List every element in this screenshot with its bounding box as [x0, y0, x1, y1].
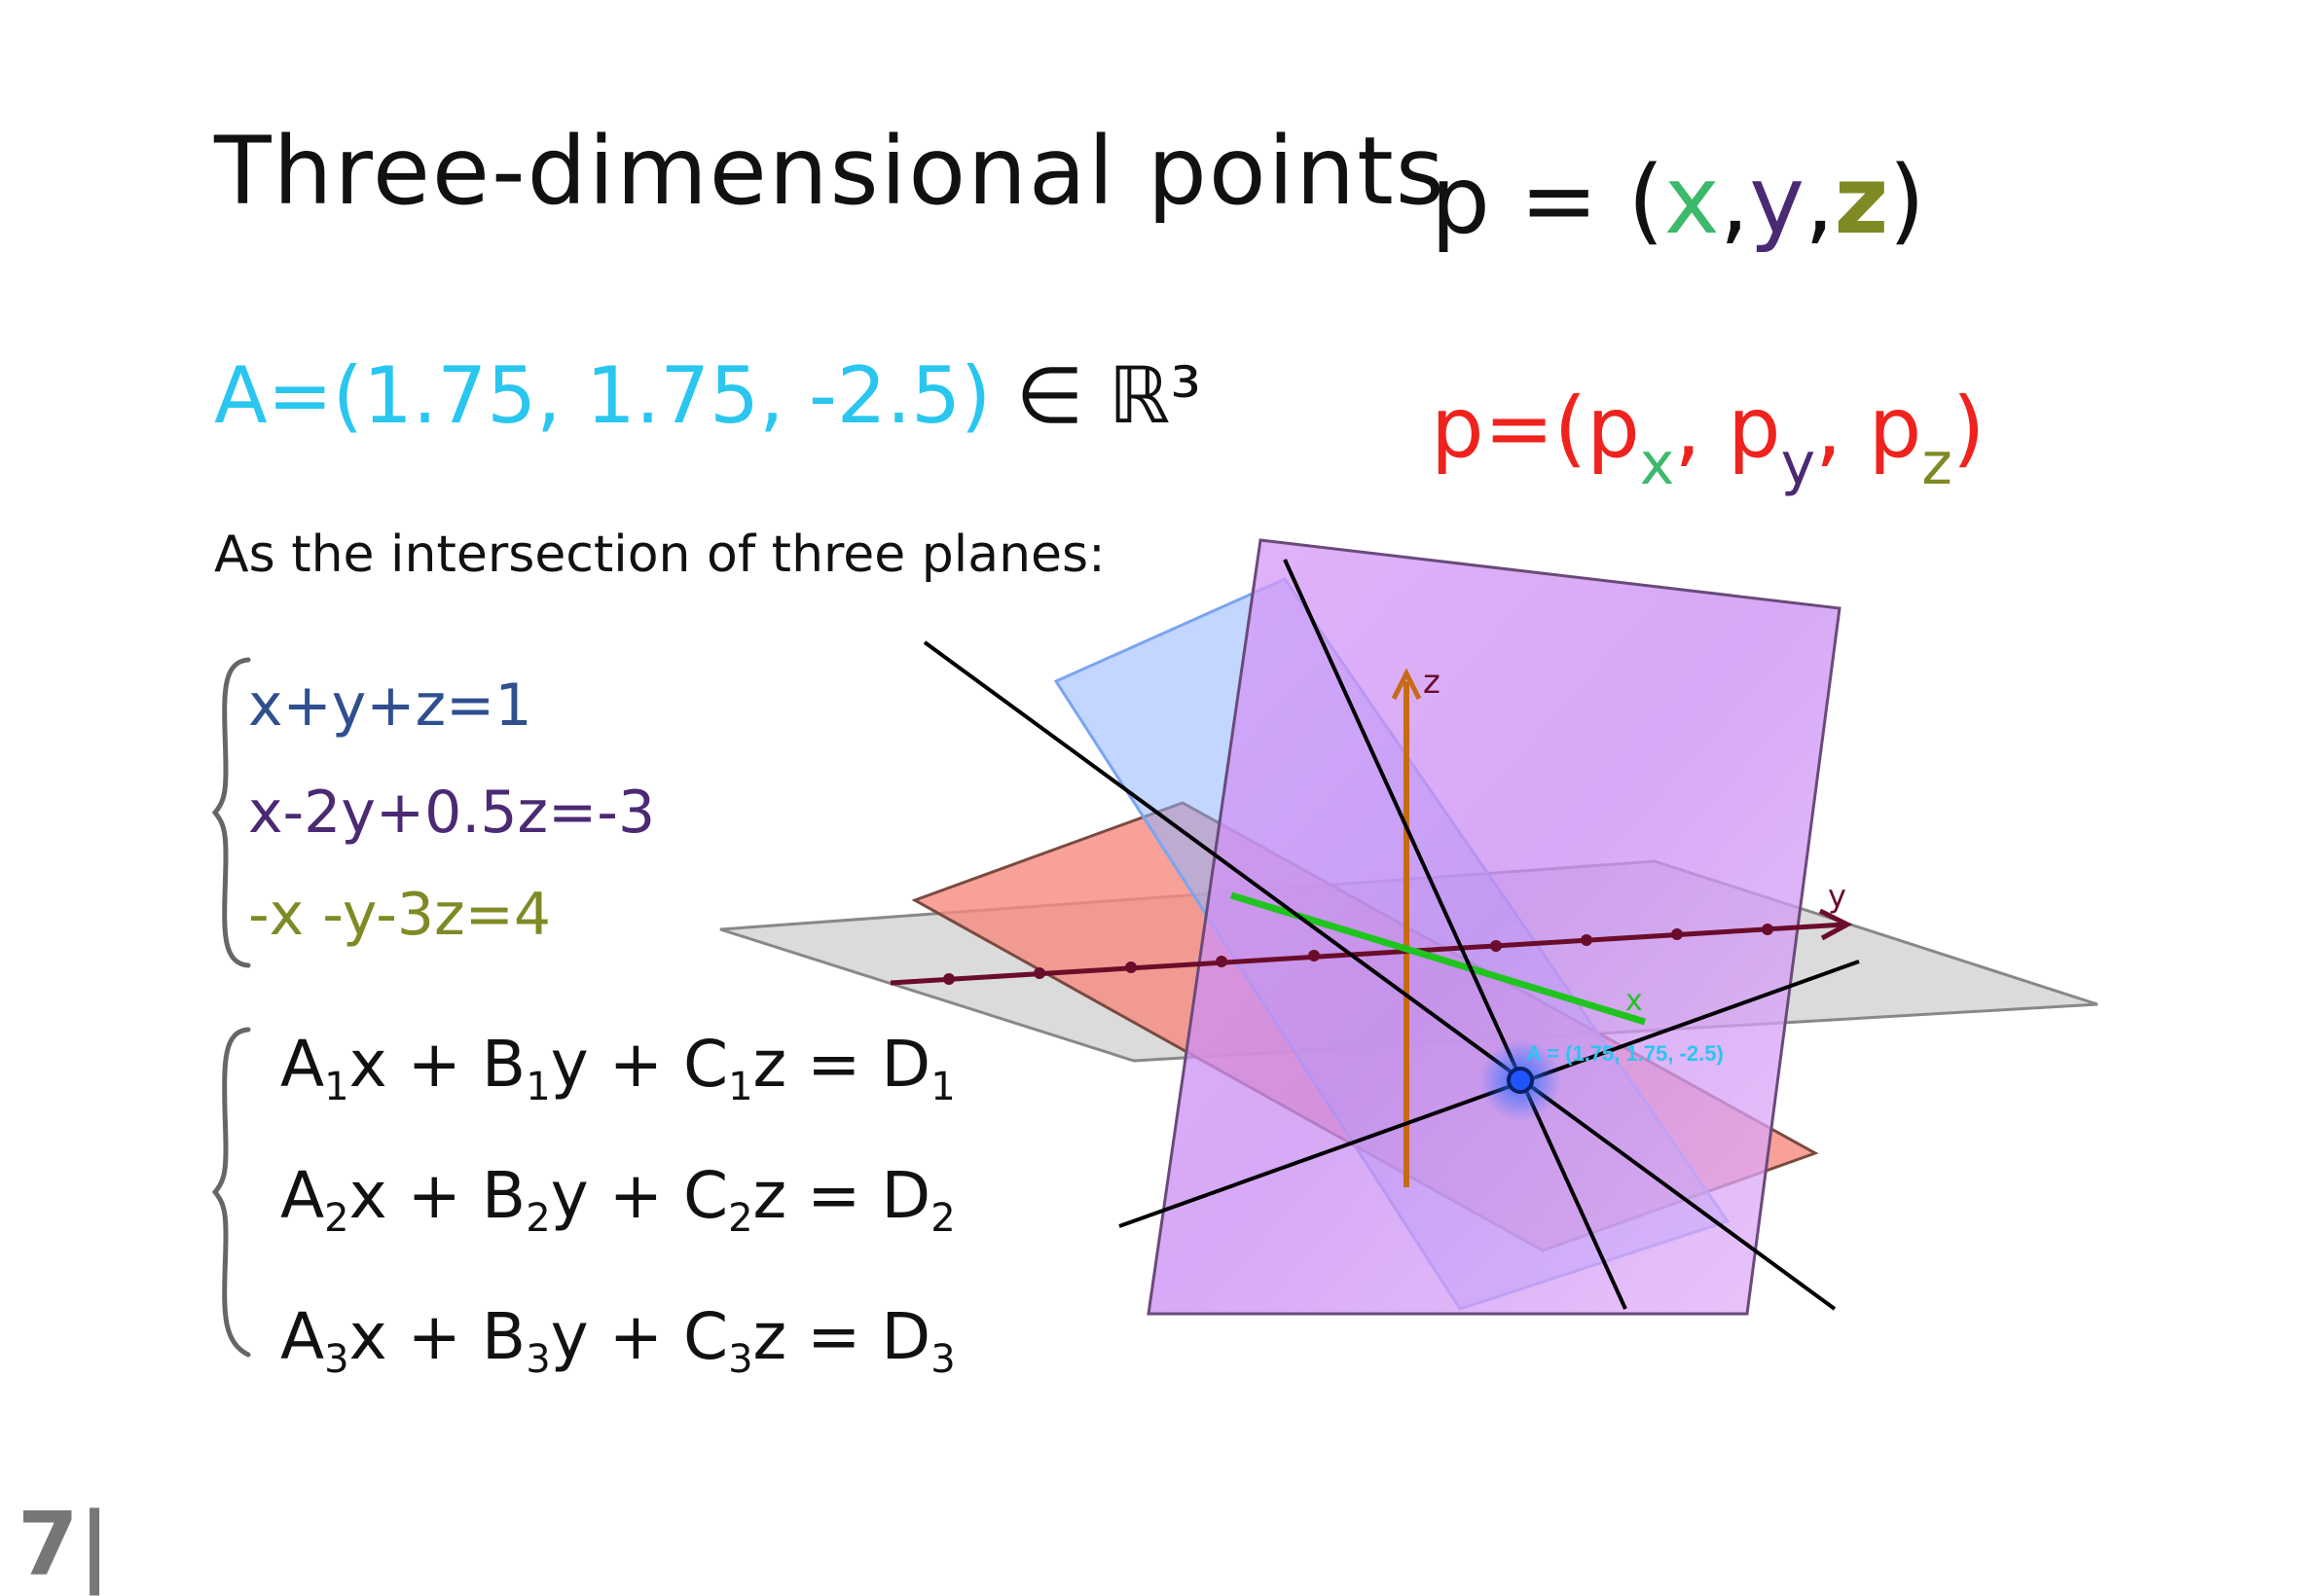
index: 2	[526, 1196, 551, 1241]
point-a-label: A = (1.75, 1.75, -2.5)	[1526, 1041, 1724, 1066]
coef-a: A	[280, 1027, 325, 1102]
general-equation-3: A3x + B3y + C3z = D3	[280, 1299, 956, 1382]
subscript-z: z	[1921, 430, 1952, 498]
index: 2	[324, 1196, 349, 1241]
point-a-marker[interactable]	[1507, 1067, 1534, 1094]
subscript-x: x	[1639, 430, 1675, 498]
y-axis-line	[890, 922, 1845, 986]
slide-title: Three-dimensional points	[214, 117, 1446, 226]
coef-b: x + B	[348, 1158, 527, 1233]
z-coordinate: z	[1834, 146, 1889, 255]
coef-c: y + C	[550, 1027, 729, 1102]
comma-2: ,	[1805, 146, 1835, 255]
y-coordinate: y	[1749, 146, 1805, 255]
intersection-intro: As the intersection of three planes:	[214, 526, 1106, 584]
components-close: )	[1951, 380, 1986, 477]
coef-c: y + C	[550, 1158, 729, 1233]
index: 1	[728, 1065, 753, 1109]
index: 2	[728, 1196, 753, 1241]
coef-b: x + B	[348, 1027, 527, 1102]
real-space-membership: ∈ ℝ³	[991, 350, 1202, 441]
point-definition: p = (x,y,z)	[1431, 146, 1925, 255]
coef-a: A	[280, 1158, 325, 1233]
system-brace-1	[211, 657, 251, 968]
general-equation-1: A1x + B1y + C1z = D1	[280, 1027, 956, 1109]
comma-1: ,	[1719, 146, 1750, 255]
y-axis-arrow	[1818, 908, 1853, 941]
x-axis-label: x	[1625, 984, 1643, 1018]
general-equation-2: A2x + B2y + C2z = D2	[280, 1158, 956, 1241]
point-a-definition: A=(1.75, 1.75, -2.5) ∈ ℝ³	[214, 350, 1201, 441]
coef-d: z = D	[752, 1299, 931, 1374]
page-number: 7|	[18, 1494, 111, 1596]
index: 1	[324, 1065, 349, 1109]
index: 3	[930, 1337, 956, 1382]
p-symbol: p	[1431, 146, 1490, 255]
system-brace-2	[211, 1027, 251, 1358]
y-axis-label: y	[1828, 878, 1846, 915]
index: 1	[526, 1065, 551, 1109]
system-equation-1: x+y+z=1	[248, 671, 532, 740]
index: 3	[526, 1337, 551, 1382]
point-a-coordinates: A=(1.75, 1.75, -2.5)	[214, 350, 992, 441]
violet-plane	[1147, 538, 1841, 1316]
coef-c: y + C	[550, 1299, 729, 1374]
coef-b: x + B	[348, 1299, 527, 1374]
x-coordinate: x	[1663, 146, 1720, 255]
index: 2	[930, 1196, 956, 1241]
z-axis-label: z	[1423, 663, 1440, 702]
index: 3	[728, 1337, 753, 1382]
subscript-y: y	[1780, 430, 1816, 498]
coef-a: A	[280, 1299, 325, 1374]
coef-d: z = D	[752, 1027, 931, 1102]
index: 3	[324, 1337, 349, 1382]
index: 1	[930, 1065, 956, 1109]
system-equation-3: -x -y-3z=4	[248, 881, 552, 949]
components-sep-1: , p	[1674, 380, 1781, 477]
system-equation-2: x-2y+0.5z=-3	[248, 779, 656, 847]
equals-open: = (	[1489, 146, 1664, 255]
z-axis-arrow	[1391, 668, 1422, 701]
components-lead: p=(p	[1431, 380, 1640, 477]
coef-d: z = D	[752, 1158, 931, 1233]
components-sep-2: , p	[1815, 380, 1922, 477]
close-paren: )	[1888, 146, 1925, 255]
point-components: p=(px, py, pz)	[1431, 380, 1985, 498]
y-axis-ticks	[943, 924, 1773, 985]
